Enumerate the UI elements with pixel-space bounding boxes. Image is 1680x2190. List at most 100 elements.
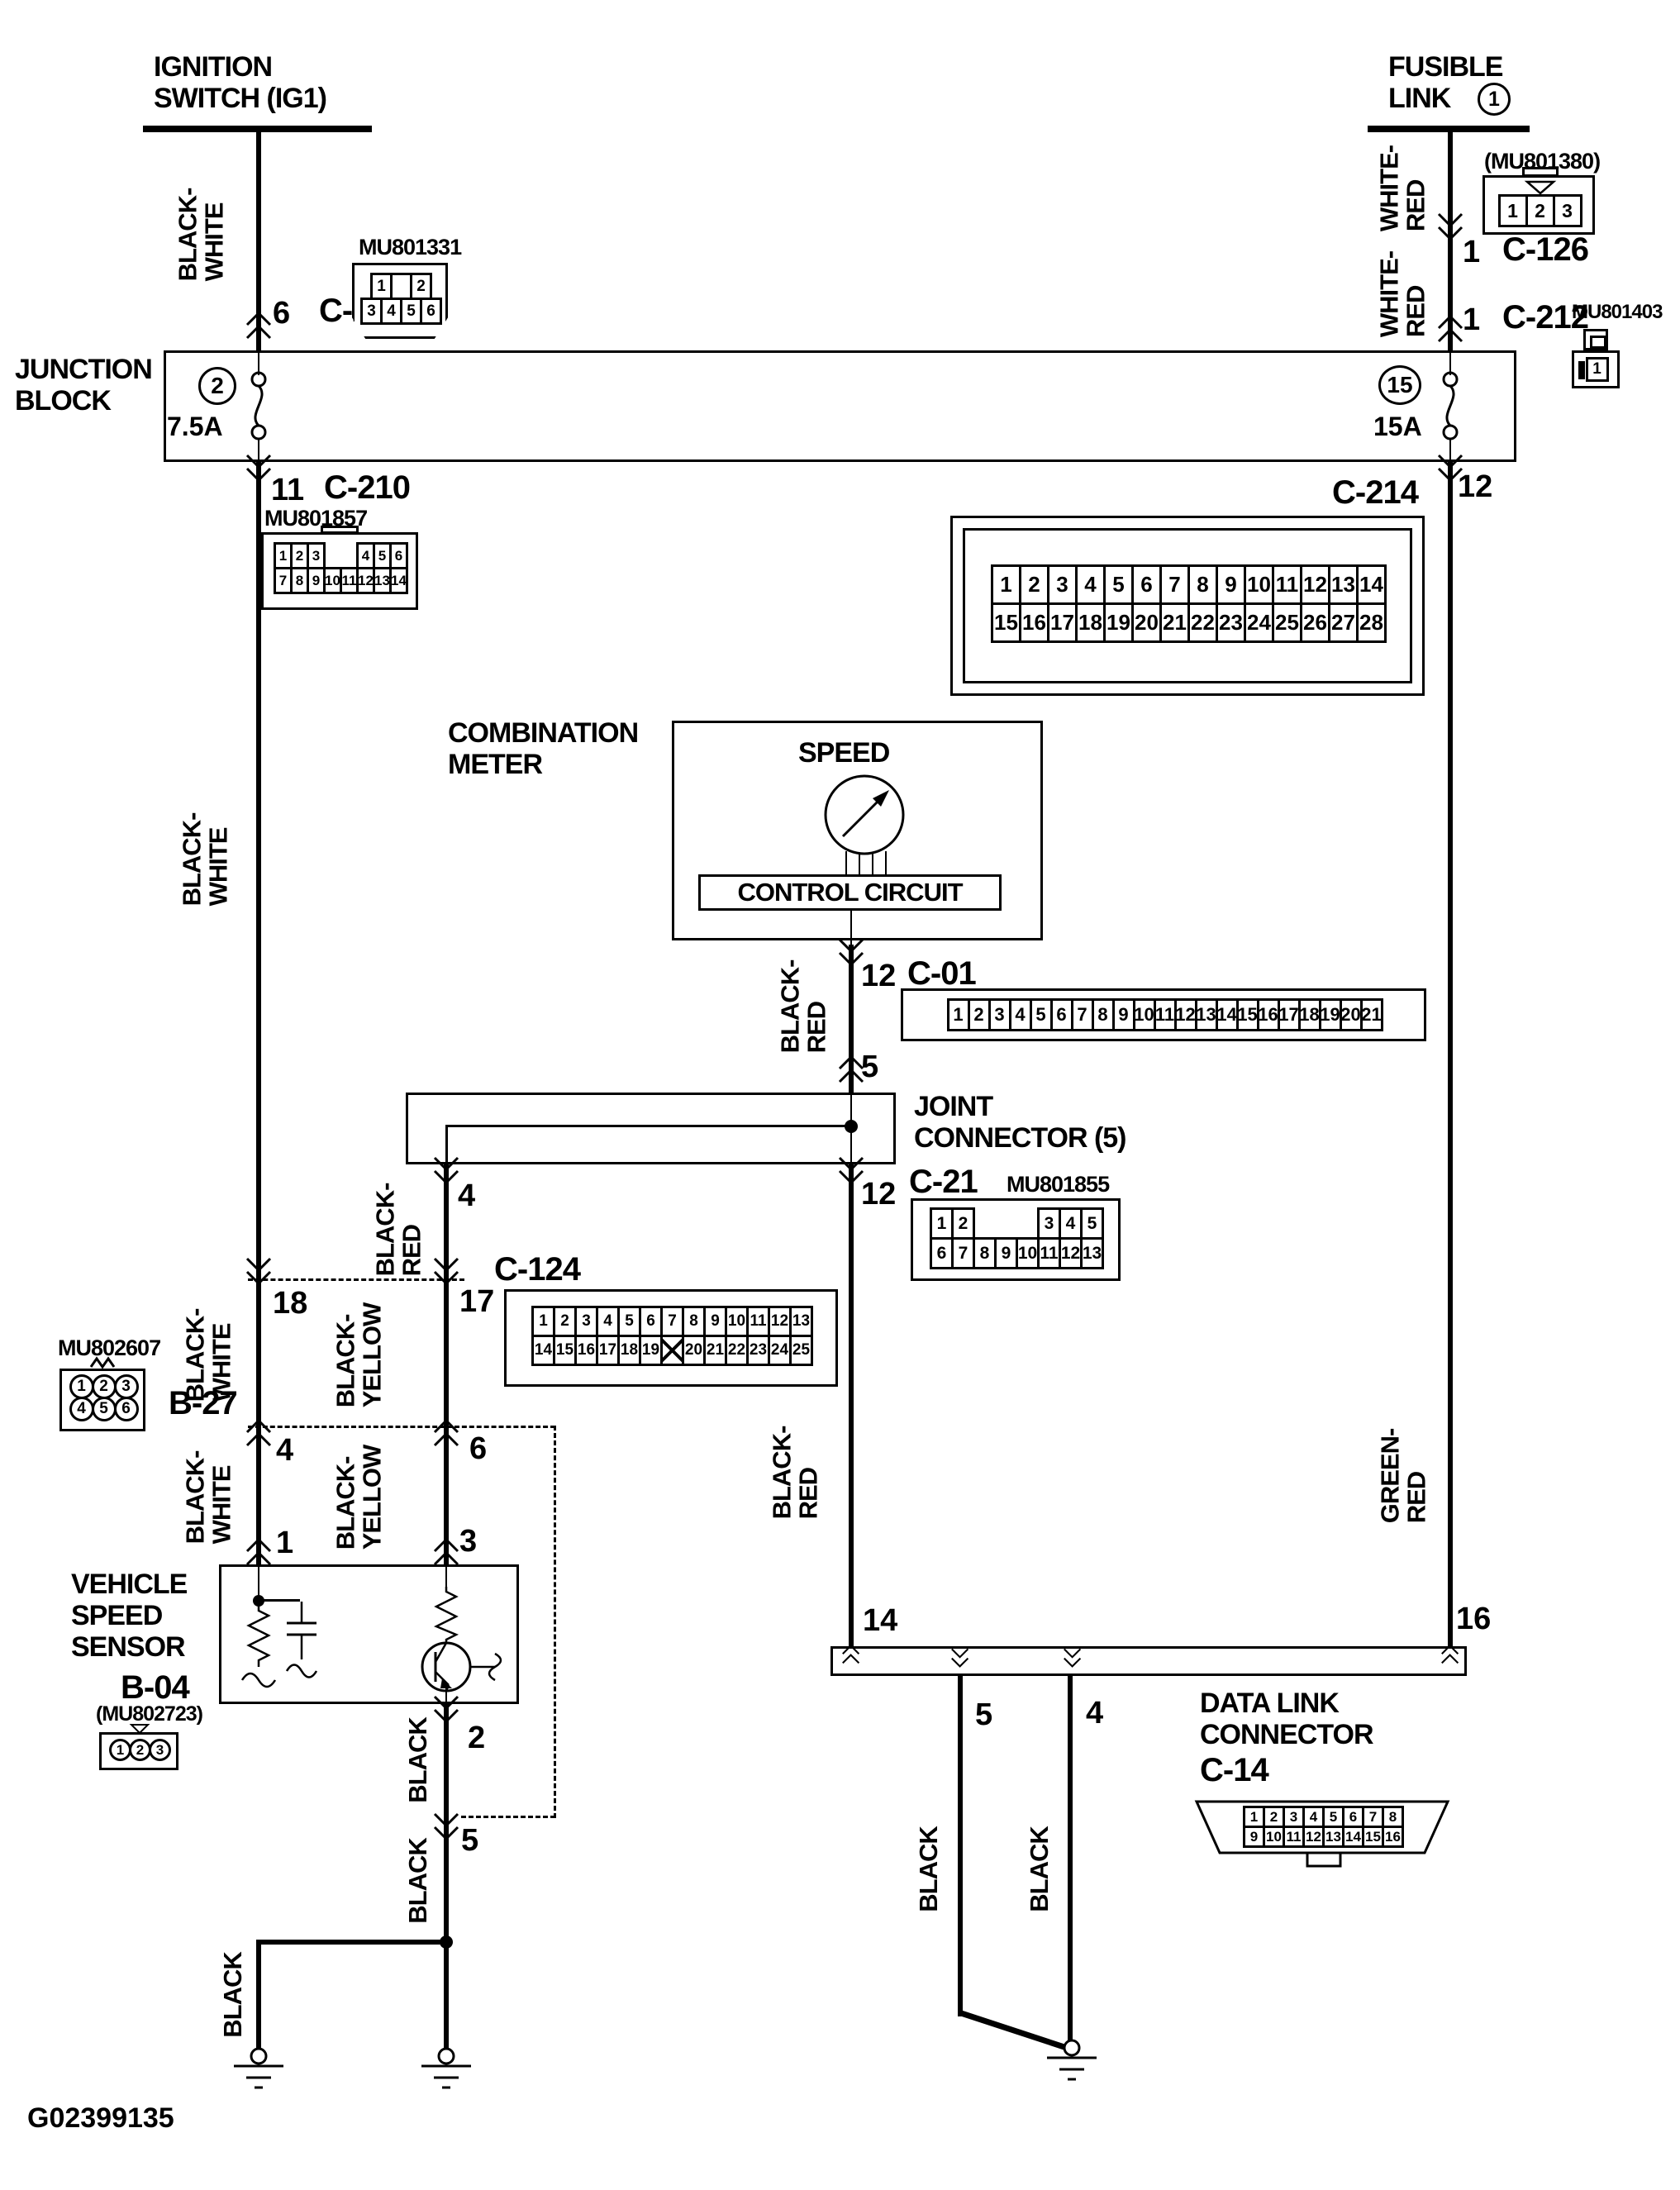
wire-segment <box>1448 462 1453 1646</box>
pin-cell: 24 <box>1244 602 1274 643</box>
connector-chevron-icon <box>838 938 864 967</box>
junction-dot <box>440 1935 453 1949</box>
pin-cell <box>660 1335 684 1366</box>
pin-cell: 11 <box>1272 564 1302 605</box>
pin-cell <box>390 273 412 300</box>
pin-cell: 2 <box>1263 1806 1285 1828</box>
fuse-2-number: 2 <box>198 367 236 405</box>
wire-color-label: BLACK <box>403 1838 433 1924</box>
vss-pin3: 3 <box>459 1524 478 1559</box>
pin-cell: 3 <box>1283 1806 1305 1828</box>
fusible-link-number: 1 <box>1478 83 1511 116</box>
ignition-switch-label: IGNITION SWITCH (IG1) <box>154 51 327 115</box>
pin-cell: 3 <box>307 542 326 569</box>
pin-cell: 13 <box>1194 998 1218 1031</box>
wire-segment <box>256 462 261 1566</box>
ground-icon <box>234 2047 283 2089</box>
wire-segment <box>445 1688 447 1706</box>
connector-chevron-icon <box>842 1645 860 1664</box>
pin-cell: 4 <box>1059 1207 1083 1240</box>
wire-segment <box>444 1164 449 1566</box>
pin-cell: 6 <box>113 1397 139 1421</box>
wire-segment <box>258 439 259 462</box>
connector-chevron-icon <box>838 1055 864 1083</box>
pin-cell: 1 <box>370 273 393 300</box>
joint-out-left-pin: 4 <box>458 1178 476 1213</box>
pin-cell: 16 <box>1382 1826 1404 1848</box>
joint-connector-box <box>406 1093 896 1164</box>
pin-cell: 6 <box>1342 1806 1364 1828</box>
wire-color-label: BLACK- WHITE <box>180 1308 236 1402</box>
pin-cell: 2 <box>1525 194 1555 227</box>
wire-color-label: BLACK- YELLOW <box>331 1302 386 1408</box>
data-link-connector-label: DATA LINK CONNECTOR <box>1200 1688 1373 1751</box>
pin-cell: 13 <box>789 1306 813 1337</box>
wire-color-label: BLACK- WHITE <box>180 1450 236 1545</box>
connector-chevron-icon <box>433 1257 459 1286</box>
wire-segment <box>849 1164 854 1648</box>
ground-icon <box>421 2047 471 2089</box>
wire-color-label: BLACK <box>403 1717 433 1803</box>
c212-ref: C-212 <box>1502 299 1589 336</box>
pin-cell: 16 <box>1256 998 1280 1031</box>
pin-cell: 6 <box>389 542 408 569</box>
wire-color-label: BLACK- RED <box>767 1426 822 1520</box>
wire-segment <box>445 1125 853 1127</box>
connector-chevron-icon <box>838 1156 864 1185</box>
pin-cell: 1 <box>1497 194 1528 227</box>
pin-gap <box>973 1207 997 1240</box>
mu802607-ref: MU802607 <box>58 1335 161 1360</box>
vehicle-speed-sensor-label: VEHICLE SPEED SENSOR <box>71 1569 188 1664</box>
b27-ref: B-27 <box>169 1385 238 1421</box>
wire-color-label: WHITE- RED <box>1374 250 1430 338</box>
pin-cell: 16 <box>1019 602 1049 643</box>
connector-chevron-icon <box>245 1537 272 1566</box>
pin-cell: 4 <box>1075 564 1106 605</box>
vss-pin1: 1 <box>276 1526 294 1560</box>
connector-chevron-icon <box>433 1695 459 1724</box>
transistor-icon <box>421 1641 502 1692</box>
pin-cell: 3 <box>1552 194 1582 227</box>
pin-cell: 10 <box>1016 1237 1040 1269</box>
connector-chevron-icon <box>245 454 272 483</box>
ground-icon <box>1047 2039 1097 2081</box>
pin-cell: 10 <box>1132 998 1156 1031</box>
pin-cell: 11 <box>1283 1826 1305 1848</box>
pin-cell: 1 <box>109 1739 131 1761</box>
c126-ref: C-126 <box>1502 231 1589 268</box>
pin-cell: 4 <box>380 298 402 325</box>
connector-key-icon <box>1524 180 1557 195</box>
c126-pin: 1 <box>1463 235 1481 269</box>
pin-cell: 11 <box>746 1306 770 1337</box>
pin-cell: 7 <box>951 1237 975 1269</box>
pin-cell: 11 <box>1037 1237 1061 1269</box>
pin-cell: 6 <box>1049 998 1073 1031</box>
pin-cell: 16 <box>574 1335 598 1366</box>
pin-cell: 6 <box>930 1237 954 1269</box>
vss-pin2: 2 <box>468 1721 486 1755</box>
joint-connector-label: JOINT CONNECTOR (5) <box>914 1091 1126 1155</box>
pin-cell: 2 <box>951 1207 975 1240</box>
pin-cell: 1 <box>991 564 1021 605</box>
pin-cell: 3 <box>1037 1207 1061 1240</box>
pin-cell: 4 <box>69 1397 94 1421</box>
wire-segment <box>256 129 261 350</box>
connector-chevron-icon <box>433 1418 459 1447</box>
pin-cell: 5 <box>617 1306 641 1337</box>
pin-cell: 14 <box>1215 998 1239 1031</box>
pin-cell: 5 <box>1103 564 1134 605</box>
pin-gap <box>1016 1207 1040 1240</box>
pin-cell: 18 <box>1075 602 1106 643</box>
c210-ref: C-210 <box>324 469 411 506</box>
pin-cell: 5 <box>1080 1207 1104 1240</box>
pin-cell: 17 <box>1047 602 1078 643</box>
pin-cell: 3 <box>1047 564 1078 605</box>
wire-segment <box>850 1093 852 1127</box>
pin-cell: 13 <box>1322 1826 1344 1848</box>
mu801403-ref: MU801403 <box>1572 301 1663 323</box>
pin-cell: 18 <box>1297 998 1321 1031</box>
pin-cell: 15 <box>553 1335 577 1366</box>
